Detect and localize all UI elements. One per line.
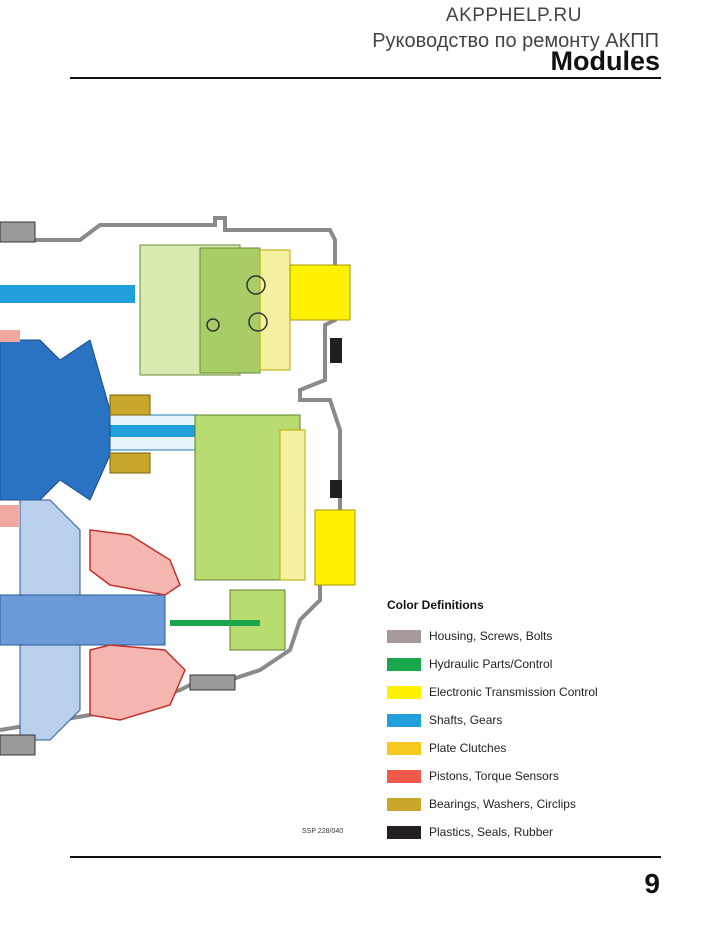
site-watermark: AKPPHELP.RU	[445, 5, 582, 26]
connector-middle	[314, 509, 356, 586]
legend-label: Electronic Transmission Control	[429, 685, 598, 699]
legend-title: Color Definitions	[387, 598, 484, 612]
control-block-upper-dark	[199, 247, 261, 374]
connector-upper	[289, 264, 351, 321]
legend-swatch	[387, 741, 421, 755]
bolt-upper-2	[248, 312, 268, 332]
legend-label: Plate Clutches	[429, 741, 507, 755]
legend-label: Bearings, Washers, Circlips	[429, 797, 576, 811]
pulley-lower-2	[19, 644, 81, 741]
legend-item-bearings: Bearings, Washers, Circlips	[387, 790, 687, 818]
pulley-lower-body	[0, 594, 166, 646]
legend-item-plastics: Plastics, Seals, Rubber	[387, 818, 687, 846]
bolt-upper-3	[206, 318, 220, 332]
legend-item-hydraulic: Hydraulic Parts/Control	[387, 650, 687, 678]
pulley-upper	[0, 339, 111, 501]
figure-id: SSP 228/040	[302, 828, 344, 835]
legend-swatch	[387, 769, 421, 783]
legend-label: Plastics, Seals, Rubber	[429, 825, 554, 839]
connector-left-upper	[0, 221, 36, 243]
bolt-upper-1	[246, 275, 266, 295]
legend-item-housing: Housing, Screws, Bolts	[387, 622, 687, 650]
pulley-lower	[19, 499, 81, 596]
hydraulic-line	[170, 620, 260, 626]
shaft-upper	[0, 285, 135, 303]
connector-left-lower	[0, 734, 36, 756]
piston-lower-2	[89, 644, 186, 721]
piston-left-2	[0, 505, 20, 527]
legend-item-pistons: Pistons, Torque Sensors	[387, 762, 687, 790]
solenoid-upper	[259, 249, 291, 371]
bearing-upper-2	[109, 452, 151, 474]
piston-left-1	[0, 330, 20, 342]
legend-label: Hydraulic Parts/Control	[429, 657, 553, 671]
seal-upper	[330, 338, 342, 363]
legend-label: Pistons, Torque Sensors	[429, 769, 559, 783]
color-legend: Color Definitions Housing, Screws, Bolts…	[387, 598, 687, 846]
legend-swatch	[387, 685, 421, 699]
bearing-upper-1	[109, 394, 151, 416]
piston-lower-1	[89, 529, 181, 596]
legend-swatch	[387, 797, 421, 811]
legend-swatch	[387, 657, 421, 671]
legend-item-clutches: Plate Clutches	[387, 734, 687, 762]
section-title: Modules	[550, 46, 660, 76]
legend-swatch	[387, 713, 421, 727]
legend-label: Housing, Screws, Bolts	[429, 629, 553, 643]
transmission-cross-section-diagram	[0, 216, 356, 756]
legend-label: Shafts, Gears	[429, 713, 503, 727]
footer-rule	[70, 856, 661, 858]
header-rule	[70, 77, 661, 79]
legend-swatch	[387, 825, 421, 839]
page-number: 9	[644, 868, 660, 899]
legend-item-shafts: Shafts, Gears	[387, 706, 687, 734]
connector-bottom	[189, 674, 236, 691]
manual-subtitle: Руководство по ремонту АКПП	[372, 30, 659, 52]
legend-item-electronic: Electronic Transmission Control	[387, 678, 687, 706]
seal-middle	[330, 480, 342, 498]
solenoid-middle	[279, 429, 306, 581]
legend-swatch	[387, 629, 421, 643]
